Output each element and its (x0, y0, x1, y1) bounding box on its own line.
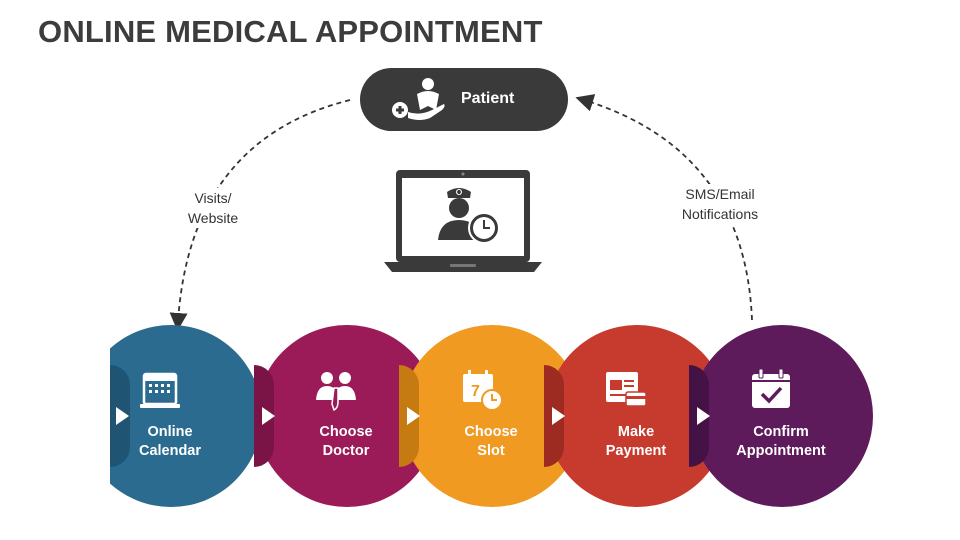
right-flow-text: SMS/Email Notifications (681, 186, 759, 222)
step-label: Choose Slot (464, 424, 518, 459)
calendar-icon (140, 372, 180, 408)
laptop-doctor-clock-icon (384, 170, 542, 272)
page-title: ONLINE MEDICAL APPOINTMENT (38, 14, 543, 49)
left-flow-text: Visits/ Website (187, 190, 239, 226)
calendar-clock-icon: 7 (463, 370, 503, 411)
arrow-icon (116, 407, 129, 425)
svg-text:7: 7 (471, 383, 480, 400)
step-label: Choose Doctor (319, 424, 373, 459)
left-flow-label: Visits/ Website (168, 188, 258, 228)
patient-node: Patient (360, 68, 568, 131)
right-arc (575, 94, 753, 321)
left-mask (0, 320, 110, 520)
step-label: Confirm Appointment (736, 424, 826, 459)
arrow-icon (552, 407, 565, 425)
payment-icon (606, 372, 647, 407)
arrow-icon (697, 407, 710, 425)
calendar-check-icon (752, 368, 790, 408)
step-choose-doctor: Choose Doctor (254, 325, 438, 507)
arrow-icon (262, 407, 275, 425)
patient-care-icon (392, 78, 445, 120)
step-label: Make Payment (605, 424, 667, 459)
step-confirm-appointment: Confirm Appointment (689, 325, 873, 507)
doctors-icon (316, 372, 356, 412)
left-arc (169, 99, 351, 331)
patient-label: Patient (461, 90, 515, 107)
arrow-icon (407, 407, 420, 425)
step-label: Online Calendar (138, 424, 202, 459)
right-flow-label: SMS/Email Notifications (668, 184, 772, 224)
step-online-calendar: Online Calendar (80, 325, 262, 507)
